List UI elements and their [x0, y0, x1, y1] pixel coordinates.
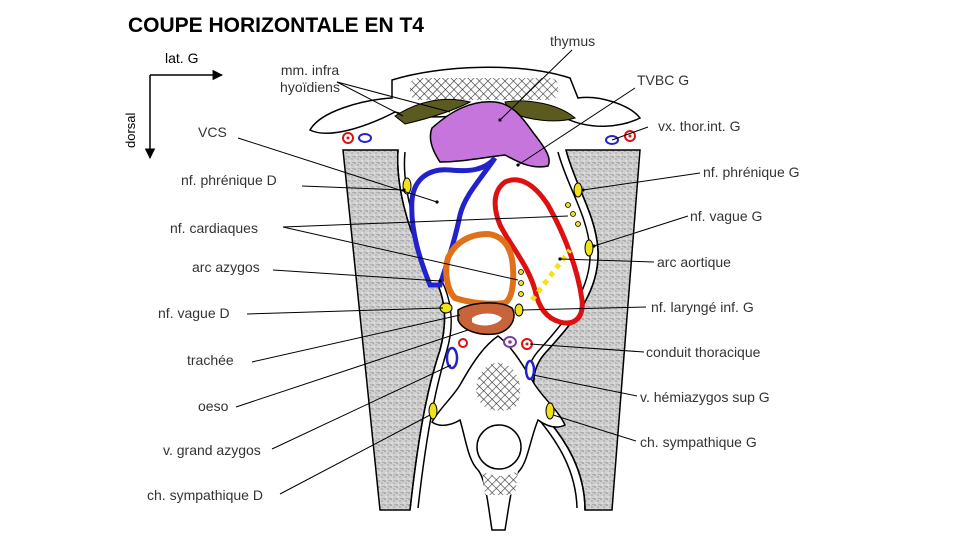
- label-oeso: oeso: [198, 398, 229, 414]
- cardiac-nerve-dots: [518, 202, 581, 297]
- label-v-grand-azygos: v. grand azygos: [163, 442, 261, 458]
- label-conduit-thoracique: conduit thoracique: [646, 344, 761, 360]
- vertebra-lamina: [482, 470, 518, 495]
- label-ch-sympathique-g: ch. sympathique G: [640, 434, 757, 450]
- label-arc-azygos: arc azygos: [192, 259, 260, 275]
- label-nf-vague-d: nf. vague D: [158, 305, 230, 321]
- great-azygos-vein: [445, 346, 459, 370]
- label-tvbc-g: TVBC G: [637, 72, 690, 88]
- infrahyoid-muscle-right: [394, 98, 472, 125]
- right-sympathetic-chain: [428, 402, 438, 420]
- superior-vena-cava: [409, 156, 498, 288]
- label-trachee: trachée: [187, 352, 234, 368]
- orientation-axes: [144, 69, 224, 160]
- left-pleura-inner: [525, 151, 591, 509]
- label-v-hemiazygos: v. hémiazygos sup G: [640, 389, 770, 405]
- label-ch-sympathique-d: ch. sympathique D: [147, 487, 263, 503]
- left-pleura: [533, 149, 599, 511]
- right-pleural-vessel: [458, 338, 468, 348]
- dorsal-label: dorsal: [123, 112, 138, 148]
- label-nf-phrenique-d: nf. phrénique D: [181, 172, 277, 188]
- label-mm-infra-line2: hyoïdiens: [280, 79, 340, 95]
- label-mm-infra-line1: mm. infra: [280, 62, 340, 78]
- leader-lines: [235, 49, 701, 495]
- label-thymus: thymus: [550, 33, 596, 49]
- leader-arrowheads: [402, 118, 596, 283]
- label-nf-larynge-inf-g: nf. laryngé inf. G: [651, 299, 754, 315]
- sternum-marrow: [410, 78, 558, 100]
- label-nf-phrenique-g: nf. phrénique G: [703, 164, 800, 180]
- right-internal-thoracic-vessels: [342, 132, 372, 144]
- left-vagus-nerve: [584, 239, 594, 257]
- diagram-title: COUPE HORIZONTALE EN T4: [128, 14, 424, 37]
- vertebra-spongy: [476, 362, 521, 411]
- lateral-left-label: lat. G: [165, 50, 199, 66]
- left-sympathetic-chain: [545, 402, 555, 420]
- recurrent-laryngeal-path: [530, 248, 572, 302]
- esophagus-lumen: [472, 313, 502, 326]
- infrahyoid-muscle-left: [504, 100, 577, 122]
- azygos-arch: [443, 230, 517, 307]
- aorta-small-lumen: [525, 342, 529, 346]
- label-arc-aortique: arc aortique: [657, 254, 731, 270]
- label-nf-cardiaques: nf. cardiaques: [170, 220, 258, 236]
- vertebral-canal: [476, 424, 522, 470]
- left-internal-thoracic-vessels: [605, 130, 636, 145]
- hemiazygos-vein: [524, 359, 536, 381]
- thymus: [429, 101, 550, 168]
- left-phrenic-nerve: [573, 182, 583, 198]
- left-laryngeal-nerve: [514, 303, 524, 317]
- label-nf-vague-g: nf. vague G: [690, 208, 763, 224]
- aortic-arch: [492, 177, 585, 326]
- label-vcs: VCS: [198, 124, 227, 140]
- thoracic-duct-lumen: [508, 340, 512, 344]
- label-vx-thor-int-g: vx. thor.int. G: [658, 118, 741, 134]
